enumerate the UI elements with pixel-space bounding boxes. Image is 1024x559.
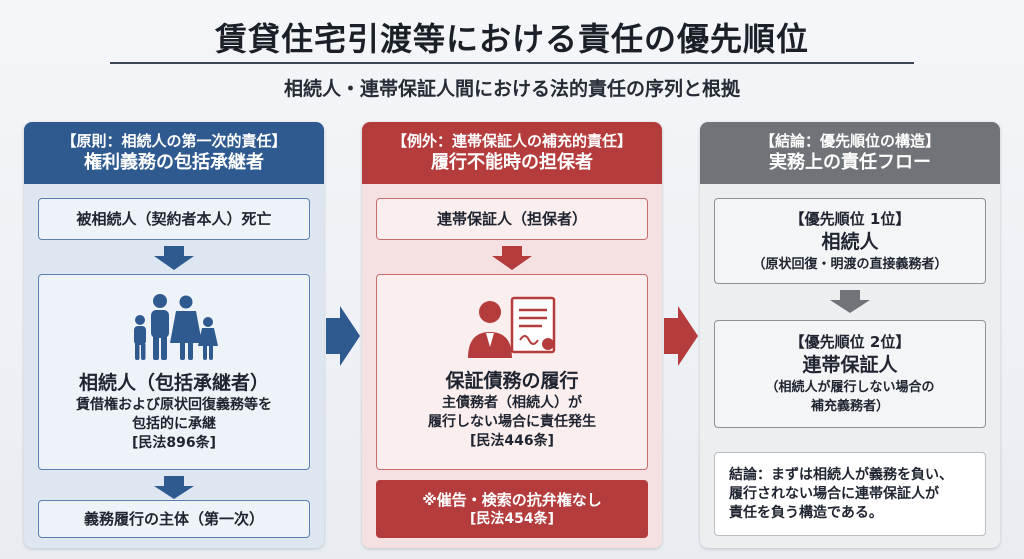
priority-1-label: 【優先順位 1位】: [789, 209, 911, 228]
heir-title: 相続人（包括承継者）: [78, 371, 269, 394]
column-principle-header-line1: 【原則：相続人の第一次的責任】: [61, 132, 287, 150]
heir-desc-line1: 賃借権および原状回復義務等を: [76, 396, 272, 413]
down-arrow-icon-2: [154, 486, 194, 499]
guarantee-title: 保証債務の履行: [445, 369, 579, 392]
no-defense-text: ※催告・検索の抗弁権なし: [422, 490, 602, 509]
heir-main-box: 相続人（包括承継者） 賃借権および原状回復義務等を 包括的に承継 [民法896条…: [38, 274, 310, 470]
right-arrow-icon-2: [664, 306, 698, 366]
priority-1-box: 【優先順位 1位】 相続人 （原状回復・明渡の直接義務者）: [714, 198, 986, 284]
guarantor-text: 連帯保証人（担保者）: [436, 210, 587, 228]
title-divider: [110, 62, 914, 64]
column-exception-header: 【例外：連帯保証人の補充的責任】 履行不能時の担保者: [362, 122, 662, 184]
guarantor-contract-icon: [468, 296, 556, 358]
heir-law-ref: [民法896条]: [131, 434, 217, 451]
priority-2-label: 【優先順位 2位】: [789, 333, 911, 351]
decedent-death-box: 被相続人（契約者本人）死亡: [38, 198, 310, 240]
column-exception-header-line2: 履行不能時の担保者: [431, 152, 593, 173]
no-defense-law-ref: [民法454条]: [469, 510, 555, 527]
priority-1-title: 相続人: [821, 230, 879, 253]
priority-2-note-line2: 補充義務者）: [810, 399, 889, 414]
column-exception: 【例外：連帯保証人の補充的責任】 履行不能時の担保者 連帯保証人（担保者）: [362, 122, 662, 548]
column-principle-header-line2: 権利義務の包括承継者: [84, 152, 264, 173]
page-title: 賃貸住宅引渡等における責任の優先順位: [214, 20, 809, 58]
priority-2-note-line1: （相続人が履行しない場合の: [765, 380, 935, 395]
conclusion-line1: 結論：まずは相続人が義務を負い、: [729, 466, 953, 483]
column-principle: 【原則：相続人の第一次的責任】 権利義務の包括承継者 被相続人（契約者本人）死亡: [24, 122, 324, 548]
right-arrow-icon: [326, 306, 360, 366]
no-defense-box: ※催告・検索の抗弁権なし [民法454条]: [376, 480, 648, 538]
conclusion-line2: 履行されない場合に連帯保証人が: [729, 485, 939, 502]
priority-2-box: 【優先順位 2位】 連帯保証人 （相続人が履行しない場合の 補充義務者）: [714, 320, 986, 428]
guarantee-desc-line1: 主債務者（相続人）が: [442, 394, 582, 411]
guarantor-box: 連帯保証人（担保者）: [376, 198, 648, 240]
guarantee-law-ref: [民法446条]: [469, 432, 555, 449]
family-icon: [134, 293, 218, 360]
primary-obligor-box: 義務履行の主体（第一次）: [38, 500, 310, 538]
primary-obligor-text: 義務履行の主体（第一次）: [83, 510, 264, 528]
column-principle-header: 【原則：相続人の第一次的責任】 権利義務の包括承継者: [24, 122, 324, 184]
column-conclusion: 【結論：優先順位の構造】 実務上の責任フロー 【優先順位 1位】 相続人 （原状…: [700, 122, 1000, 548]
down-arrow-icon-4: [830, 300, 870, 313]
decedent-death-text: 被相続人（契約者本人）死亡: [76, 210, 272, 228]
down-arrow-stem-3: [502, 246, 522, 256]
column-conclusion-header-line1: 【結論：優先順位の構造】: [759, 132, 940, 150]
guarantee-performance-box: 保証債務の履行 主債務者（相続人）が 履行しない場合に責任発生 [民法446条]: [376, 274, 648, 470]
conclusion-box: 結論：まずは相続人が義務を負い、 履行されない場合に連帯保証人が 責任を負う構造…: [714, 452, 986, 536]
down-arrow-icon: [154, 256, 194, 270]
page-subtitle: 相続人・連帯保証人間における法的責任の序列と根拠: [283, 78, 740, 100]
column-exception-header-line1: 【例外：連帯保証人の補充的責任】: [391, 132, 632, 150]
conclusion-line3: 責任を負う構造である。: [729, 504, 883, 521]
column-conclusion-header: 【結論：優先順位の構造】 実務上の責任フロー: [700, 122, 1000, 184]
column-conclusion-header-line2: 実務上の責任フロー: [769, 152, 931, 173]
down-arrow-icon-3: [492, 256, 532, 270]
down-arrow-stem: [164, 246, 184, 256]
priority-1-note: （原状回復・明渡の直接義務者）: [752, 256, 948, 272]
priority-2-title: 連帯保証人: [802, 354, 898, 376]
down-arrow-stem-2: [164, 476, 184, 486]
guarantee-desc-line2: 履行しない場合に責任発生: [428, 413, 596, 430]
down-arrow-stem-4: [840, 290, 860, 300]
heir-desc-line2: 包括的に承継: [132, 415, 216, 432]
